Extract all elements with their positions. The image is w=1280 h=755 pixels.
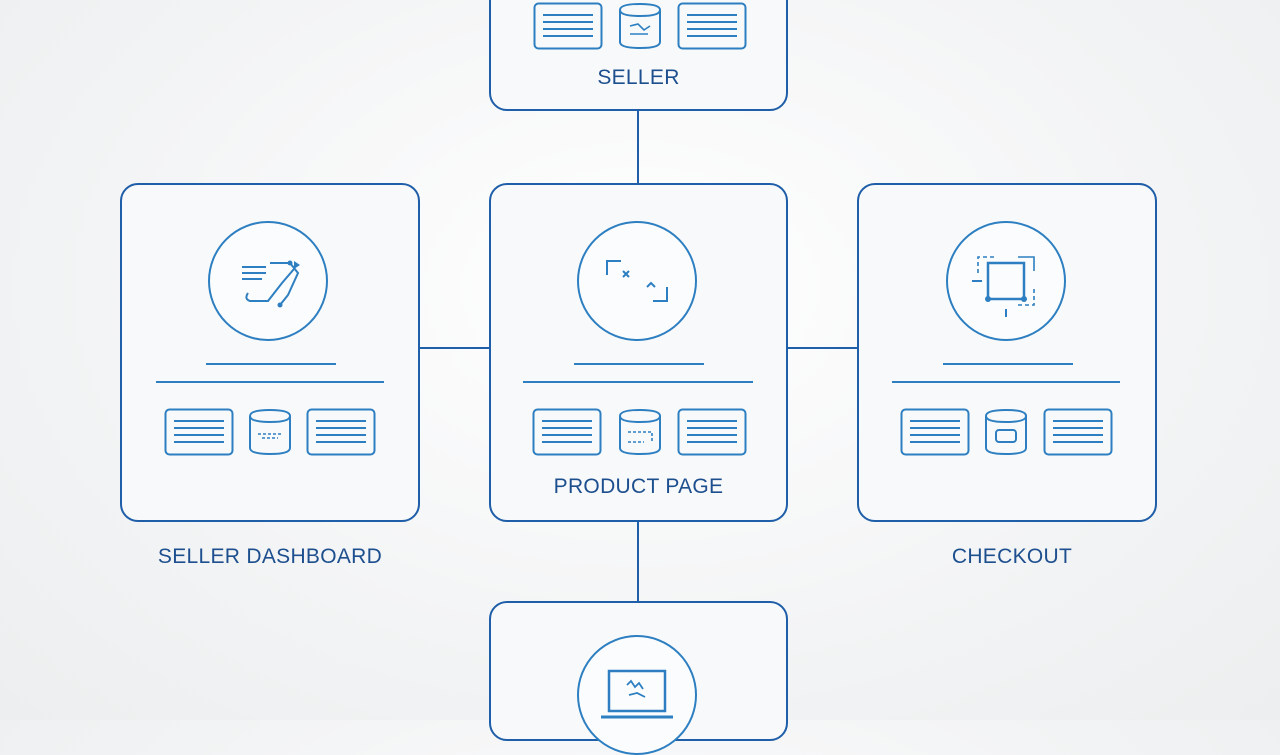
divider-long: [156, 381, 384, 383]
divider-long: [892, 381, 1120, 383]
database-icon: [619, 2, 661, 50]
divider-short: [943, 363, 1073, 365]
node-product-page[interactable]: PRODUCT PAGE: [489, 183, 788, 522]
database-icon: [985, 408, 1027, 456]
database-icon: [619, 408, 661, 456]
node-seller[interactable]: SELLER: [489, 0, 788, 111]
node-seller-label: SELLER: [597, 66, 680, 89]
workflow-arrows-icon: [208, 221, 328, 341]
database-icon: [249, 408, 291, 456]
document-icon: [900, 408, 970, 456]
node-seller-dashboard-label: SELLER DASHBOARD: [157, 545, 383, 568]
document-icon: [677, 408, 747, 456]
node-product-page-label: PRODUCT PAGE: [553, 475, 724, 498]
document-icon: [677, 2, 747, 50]
laptop-icon: [577, 635, 697, 755]
document-icon: [533, 2, 603, 50]
connector-dashboard-product: [420, 347, 490, 349]
connector-seller-product: [637, 110, 639, 184]
document-icon: [164, 408, 234, 456]
crop-frame-icon: [577, 221, 697, 341]
node-seller-dashboard[interactable]: [120, 183, 420, 522]
node-bottom[interactable]: [489, 601, 788, 755]
document-icon: [532, 408, 602, 456]
selection-square-icon: [946, 221, 1066, 341]
divider-short: [206, 363, 336, 365]
document-icon: [306, 408, 376, 456]
connector-product-bottom: [637, 521, 639, 601]
document-icon: [1043, 408, 1113, 456]
node-checkout[interactable]: [857, 183, 1157, 522]
node-checkout-label: CHECKOUT: [951, 545, 1073, 568]
connector-product-checkout: [787, 347, 858, 349]
divider-short: [574, 363, 704, 365]
divider-long: [523, 381, 753, 383]
